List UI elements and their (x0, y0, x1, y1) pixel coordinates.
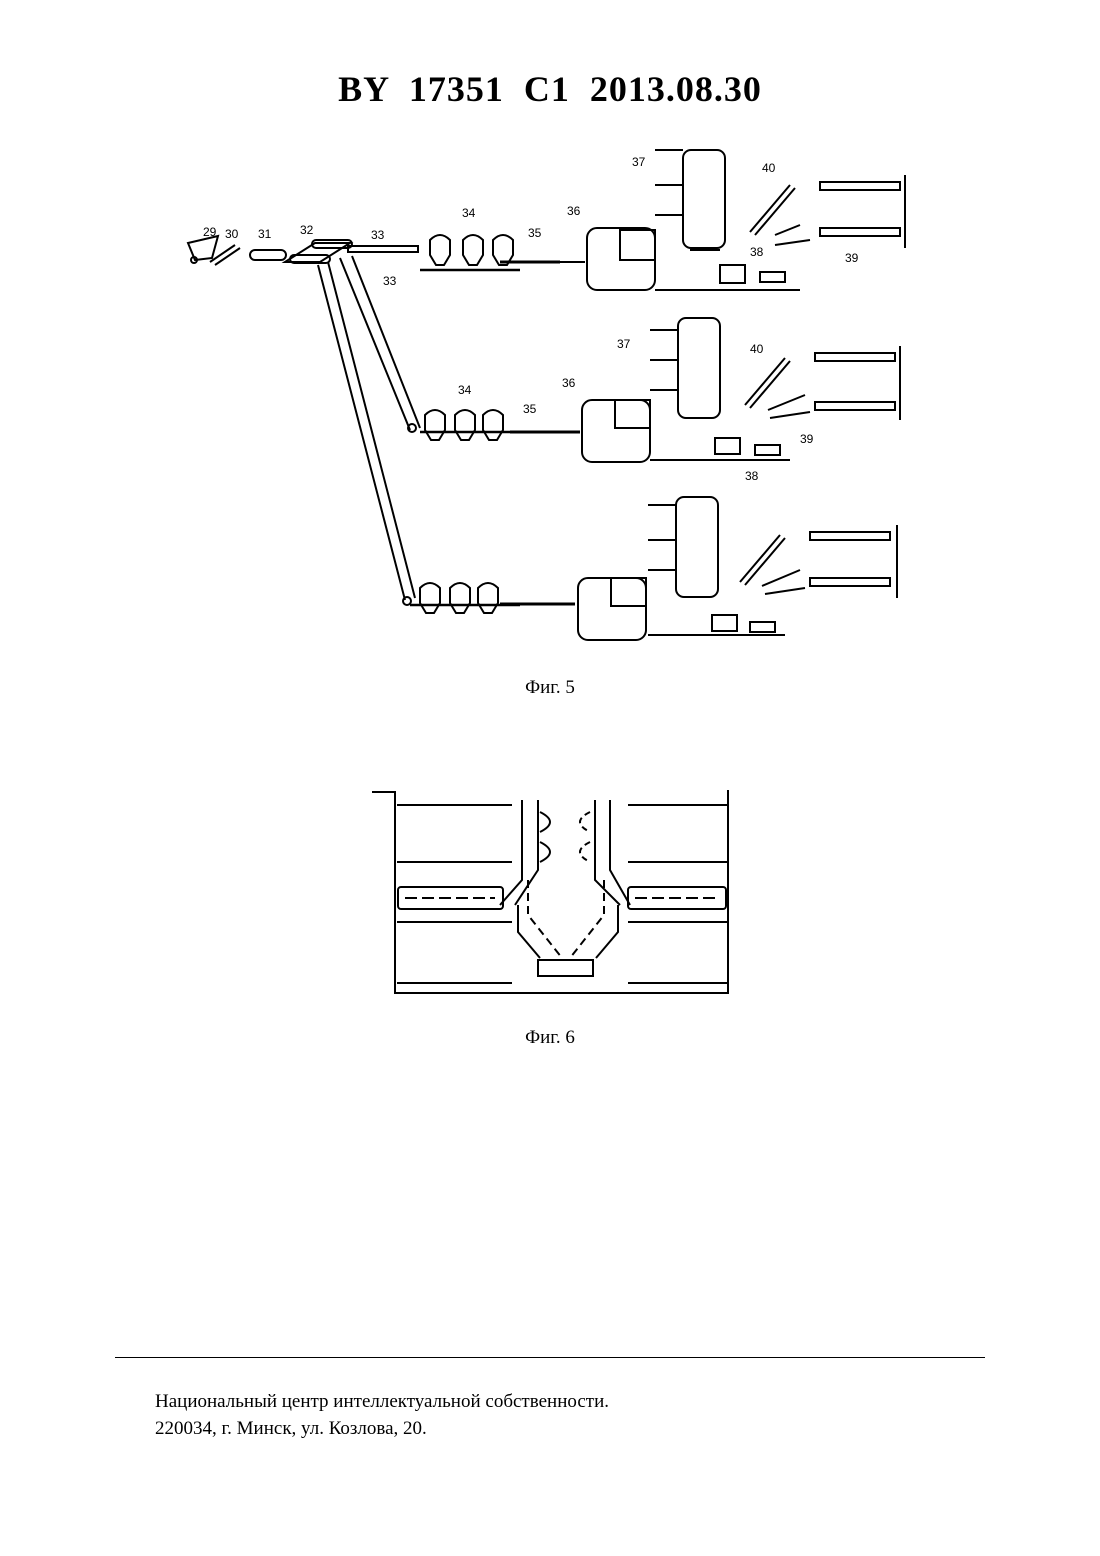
ref-label: 39 (800, 432, 814, 446)
ref-label: 34 (458, 383, 472, 397)
figure-6-caption: Фиг. 6 (0, 1027, 1100, 1049)
figure-5-caption: Фиг. 5 (0, 677, 1100, 699)
ref-label: 30 (225, 227, 239, 241)
ref-label: 35 (528, 226, 542, 240)
ref-label: 40 (750, 342, 764, 356)
ref-label: 34 (462, 206, 476, 220)
ref-label: 33 (371, 228, 385, 242)
ref-label: 32 (300, 223, 314, 237)
production-line-2 (420, 318, 900, 462)
publisher-footer: Национальный центр интеллектуальной собс… (155, 1388, 609, 1442)
ref-label: 36 (562, 376, 576, 390)
ref-label: 35 (523, 402, 537, 416)
ref-label: 29 (203, 225, 217, 239)
publisher-name: Национальный центр интеллектуальной собс… (155, 1388, 609, 1415)
production-line-3 (410, 497, 897, 640)
ref-label: 38 (745, 469, 759, 483)
ref-label: 37 (632, 155, 646, 169)
publisher-address: 220034, г. Минск, ул. Козлова, 20. (155, 1415, 609, 1442)
feed-section (188, 236, 420, 605)
document-header: BY 17351 C1 2013.08.30 (0, 68, 1100, 110)
ref-label: 37 (617, 337, 631, 351)
ref-label: 31 (258, 227, 272, 241)
ref-label: 40 (762, 161, 776, 175)
footer-divider (115, 1357, 985, 1358)
figure-5-drawing: 29 30 31 32 33 33 34 35 36 37 38 39 40 3… (170, 125, 930, 655)
ref-label: 33 (383, 274, 397, 288)
ref-label: 39 (845, 251, 859, 265)
ref-label: 38 (750, 245, 764, 259)
ref-label: 36 (567, 204, 581, 218)
figure-6-drawing (370, 780, 735, 995)
production-line-1 (420, 150, 905, 290)
